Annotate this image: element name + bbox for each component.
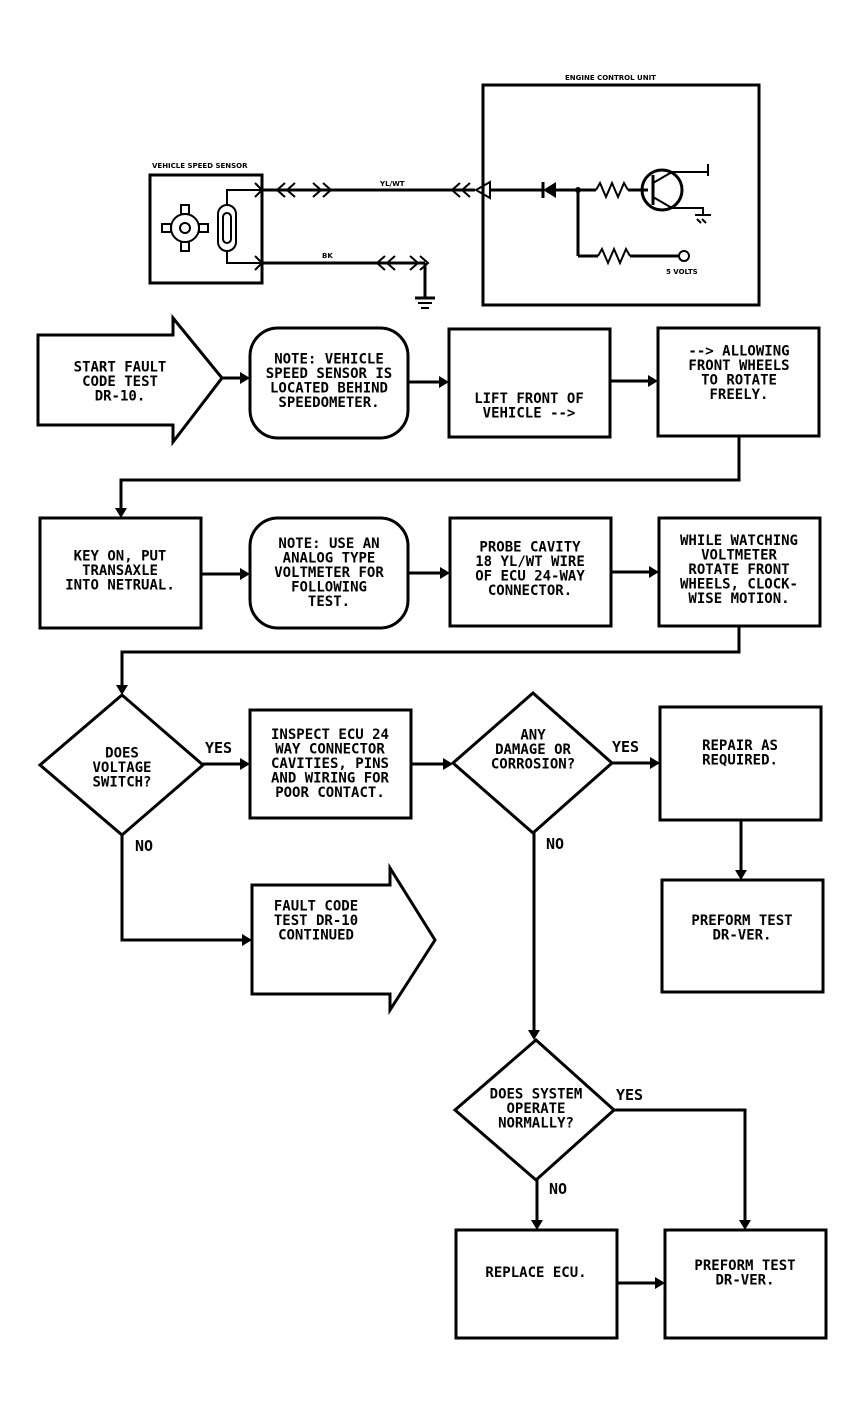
start-arrow-box (36, 313, 224, 447)
node-text-repair: REQUIRED. (702, 752, 778, 768)
node-text-damage: ANY (520, 728, 546, 744)
node-text-continued: TEST DR-10 (274, 913, 358, 929)
resistor-icon (595, 180, 629, 200)
transistor-icon (640, 168, 684, 212)
node-text-watch: WHEELS, CLOCK- (680, 577, 798, 593)
node-text-note1: LOCATED BEHIND (270, 380, 388, 396)
node-text-note1: NOTE: VEHICLE (274, 351, 384, 367)
ecu-internal-circuit (490, 164, 711, 266)
sensor-box (148, 173, 264, 285)
node-text-repair: REPAIR AS (702, 738, 778, 754)
allow-box (656, 326, 821, 438)
node-text-does-voltage: VOLTAGE (92, 760, 151, 776)
node-text-allow: FREELY. (709, 387, 768, 403)
node-text-start: CODE TEST (82, 374, 158, 390)
perform1-box (660, 878, 825, 994)
node-text-allow: TO ROTATE (701, 372, 777, 388)
node-text-probe: 18 YL/WT WIRE (475, 554, 585, 570)
node-text-note2: NOTE: USE AN (278, 536, 379, 552)
no-label-system: NO (549, 1180, 567, 1198)
node-text-does-voltage: DOES (105, 746, 139, 762)
node-text-key: INTO NETRUAL. (65, 578, 175, 594)
node-text-inspect: AND WIRING FOR (271, 771, 390, 787)
perform2-box (663, 1228, 828, 1340)
circuit-schematic: ENGINE CONTROL UNIT VEHICLE SPEED SENSOR (148, 74, 761, 309)
node-text-note2: TEST. (308, 594, 350, 610)
node-text-perform2: PREFORM TEST (694, 1258, 795, 1274)
node-text-does-system: OPERATE (506, 1101, 565, 1117)
node-text-note2: ANALOG TYPE (283, 551, 376, 567)
inspect-box (248, 708, 413, 820)
ecu-box (481, 83, 761, 307)
watch-box (657, 516, 822, 628)
yes-label-system: YES (616, 1086, 643, 1104)
key-box (38, 516, 203, 630)
node-text-perform2: DR-VER. (715, 1272, 774, 1288)
node-text-lift: LIFT FRONT OF (474, 391, 584, 407)
sensor-gear-icon (161, 204, 209, 252)
node-text-watch: WHILE WATCHING (680, 533, 798, 549)
node-text-note2: FOLLOWING (291, 580, 367, 596)
ecu-title: ENGINE CONTROL UNIT (565, 74, 656, 82)
no-label-voltage: NO (135, 837, 153, 855)
node-text-note2: VOLTMETER FOR (274, 565, 384, 581)
node-text-key: TRANSAXLE (82, 563, 158, 579)
node-text-continued: FAULT CODE (274, 899, 358, 915)
node-text-note1: SPEED SENSOR IS (266, 366, 392, 382)
node-text-probe: OF ECU 24-WAY (475, 568, 585, 584)
yes-label-damage: YES (612, 738, 639, 756)
node-text-inspect: WAY CONNECTOR (275, 742, 385, 758)
wire-top-label: YL/WT (379, 180, 405, 188)
node-text-lift: VEHICLE --> (483, 405, 576, 421)
volts-label: 5 VOLTS (666, 268, 698, 276)
node-text-replace: REPLACE ECU. (485, 1265, 586, 1281)
diode-icon (543, 182, 556, 198)
node-text-inspect: INSPECT ECU 24 (271, 727, 389, 743)
node-text-note1: SPEEDOMETER. (278, 395, 379, 411)
node-text-inspect: POOR CONTACT. (275, 785, 385, 801)
node-text-allow: --> ALLOWING (688, 343, 789, 359)
node-text-continued: CONTINUED (278, 928, 354, 944)
node-text-does-system: NORMALLY? (498, 1116, 574, 1132)
node-text-start: START FAULT (74, 360, 167, 376)
node-text-allow: FRONT WHEELS (688, 358, 789, 374)
node-text-key: KEY ON, PUT (74, 549, 167, 565)
node-text-damage: CORROSION? (491, 757, 575, 773)
wire-top (254, 180, 491, 200)
node-text-watch: WISE MOTION. (688, 591, 789, 607)
node-text-perform1: PREFORM TEST (691, 913, 792, 929)
node-text-damage: DAMAGE OR (495, 742, 571, 758)
node-text-inspect: CAVITIES, PINS (271, 756, 389, 772)
continued-arrow-box (250, 862, 437, 1016)
node-text-watch: ROTATE FRONT (688, 562, 789, 578)
node-text-does-voltage: SWITCH? (92, 775, 151, 791)
node-text-does-system: DOES SYSTEM (490, 1087, 583, 1103)
yes-label-voltage: YES (205, 739, 232, 757)
node-text-start: DR-10. (95, 389, 146, 405)
node-text-perform1: DR-VER. (712, 927, 771, 943)
wire-bottom (254, 255, 435, 309)
pickup-coil-icon (217, 189, 262, 264)
no-label-damage: NO (546, 835, 564, 853)
lift-box (447, 327, 612, 439)
replace-box (454, 1228, 619, 1340)
node-text-watch: VOLTMETER (701, 548, 777, 564)
node-text-probe: PROBE CAVITY (479, 539, 581, 555)
wire-bottom-label: BK (322, 252, 333, 260)
node-text-probe: CONNECTOR. (488, 583, 572, 599)
repair-box (658, 705, 823, 822)
sensor-title: VEHICLE SPEED SENSOR (152, 162, 248, 170)
connectors (115, 372, 751, 1289)
